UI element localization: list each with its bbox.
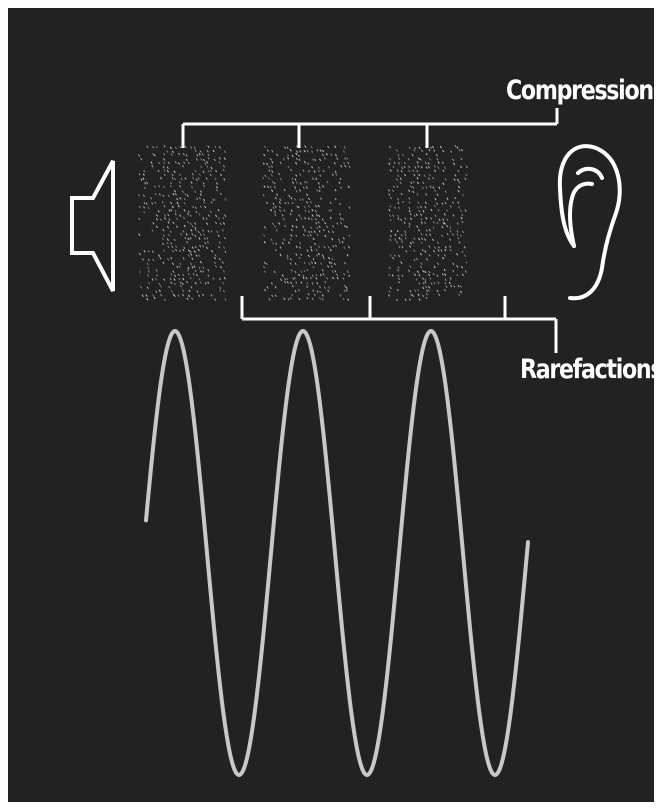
compression-zone	[139, 145, 227, 300]
compression-zone	[388, 145, 467, 301]
ear-icon	[560, 146, 620, 298]
diagram-graphics	[8, 8, 654, 802]
compressions-label: Compressions	[506, 77, 654, 104]
particle-field	[139, 145, 468, 301]
speaker-icon	[72, 161, 113, 291]
compression-zone	[263, 145, 351, 300]
sound-wave-diagram: Compressions Rarefactions	[8, 8, 654, 802]
compressions-bracket	[183, 108, 557, 148]
pressure-sine-wave	[146, 331, 528, 775]
rarefactions-bracket	[242, 296, 556, 353]
rarefactions-label: Rarefactions	[520, 356, 654, 383]
